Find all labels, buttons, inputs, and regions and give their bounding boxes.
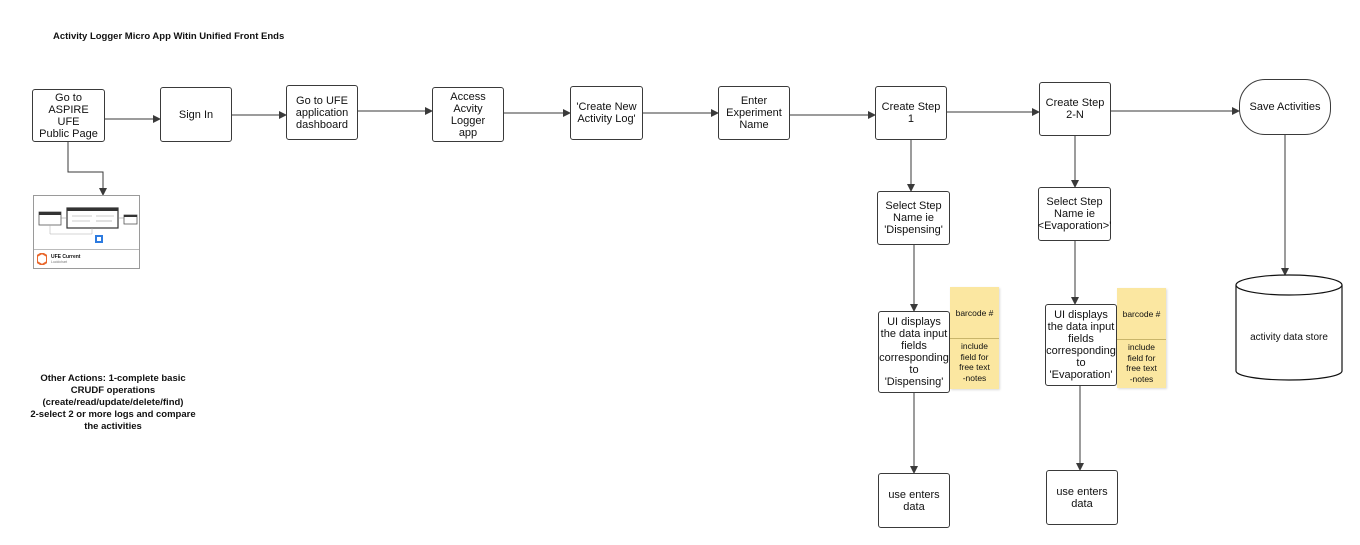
node-select-step-2[interactable]: Select Step Name ie <Evaporation>': [1038, 187, 1111, 241]
data-store-label: activity data store: [1250, 332, 1328, 343]
node-sign-in[interactable]: Sign In: [160, 87, 232, 142]
sticky-note-title: barcode #: [955, 307, 994, 318]
node-go-to-aspire[interactable]: Go to ASPIRE UFE Public Page: [32, 89, 105, 142]
node-save-activities[interactable]: Save Activities: [1239, 79, 1331, 135]
sticky-note-body: include field for free text -notes: [959, 341, 990, 383]
sticky-note-evaporation: barcode # include field for free text -n…: [1117, 288, 1166, 388]
page-title: Activity Logger Micro App Witin Unified …: [53, 31, 285, 42]
node-access-app[interactable]: Access Acvity Logger app: [432, 87, 504, 142]
node-enter-data-1[interactable]: use enters data: [878, 473, 950, 528]
ufe-current-thumbnail[interactable]: UFE Current Lucidchart: [33, 195, 140, 269]
arrow-aspire-to-thumbnail: [67, 142, 107, 196]
node-ui-displays-1[interactable]: UI displays the data input fields corres…: [878, 311, 950, 393]
node-create-step-2n[interactable]: Create Step 2-N: [1039, 82, 1111, 136]
thumbnail-divider: [34, 249, 139, 250]
sticky-note-divider: [1117, 339, 1166, 340]
node-enter-data-2[interactable]: use enters data: [1046, 470, 1118, 525]
thumbnail-subtitle: Lucidchart: [51, 260, 68, 264]
sticky-note-divider: [950, 338, 999, 339]
other-actions-note: Other Actions: 1-complete basic CRUDF op…: [30, 373, 196, 432]
node-go-to-dashboard[interactable]: Go to UFE application dashboard: [286, 85, 358, 140]
sticky-note-dispensing: barcode # include field for free text -n…: [950, 287, 999, 389]
data-store-cylinder: [1235, 274, 1343, 381]
sticky-note-body: include field for free text -notes: [1126, 342, 1157, 384]
node-select-step-1[interactable]: Select Step Name ie 'Dispensing': [877, 191, 950, 245]
sticky-note-title: barcode #: [1122, 308, 1161, 319]
node-ui-displays-2[interactable]: UI displays the data input fields corres…: [1045, 304, 1117, 386]
node-create-log[interactable]: 'Create New Activity Log': [570, 86, 643, 140]
thumbnail-preview: [38, 207, 138, 243]
thumbnail-title: UFE Current: [51, 254, 81, 260]
lucidchart-logo-icon: [37, 253, 47, 265]
node-create-step-1[interactable]: Create Step 1: [875, 86, 947, 140]
node-enter-experiment-name[interactable]: Enter Experiment Name: [718, 86, 790, 140]
